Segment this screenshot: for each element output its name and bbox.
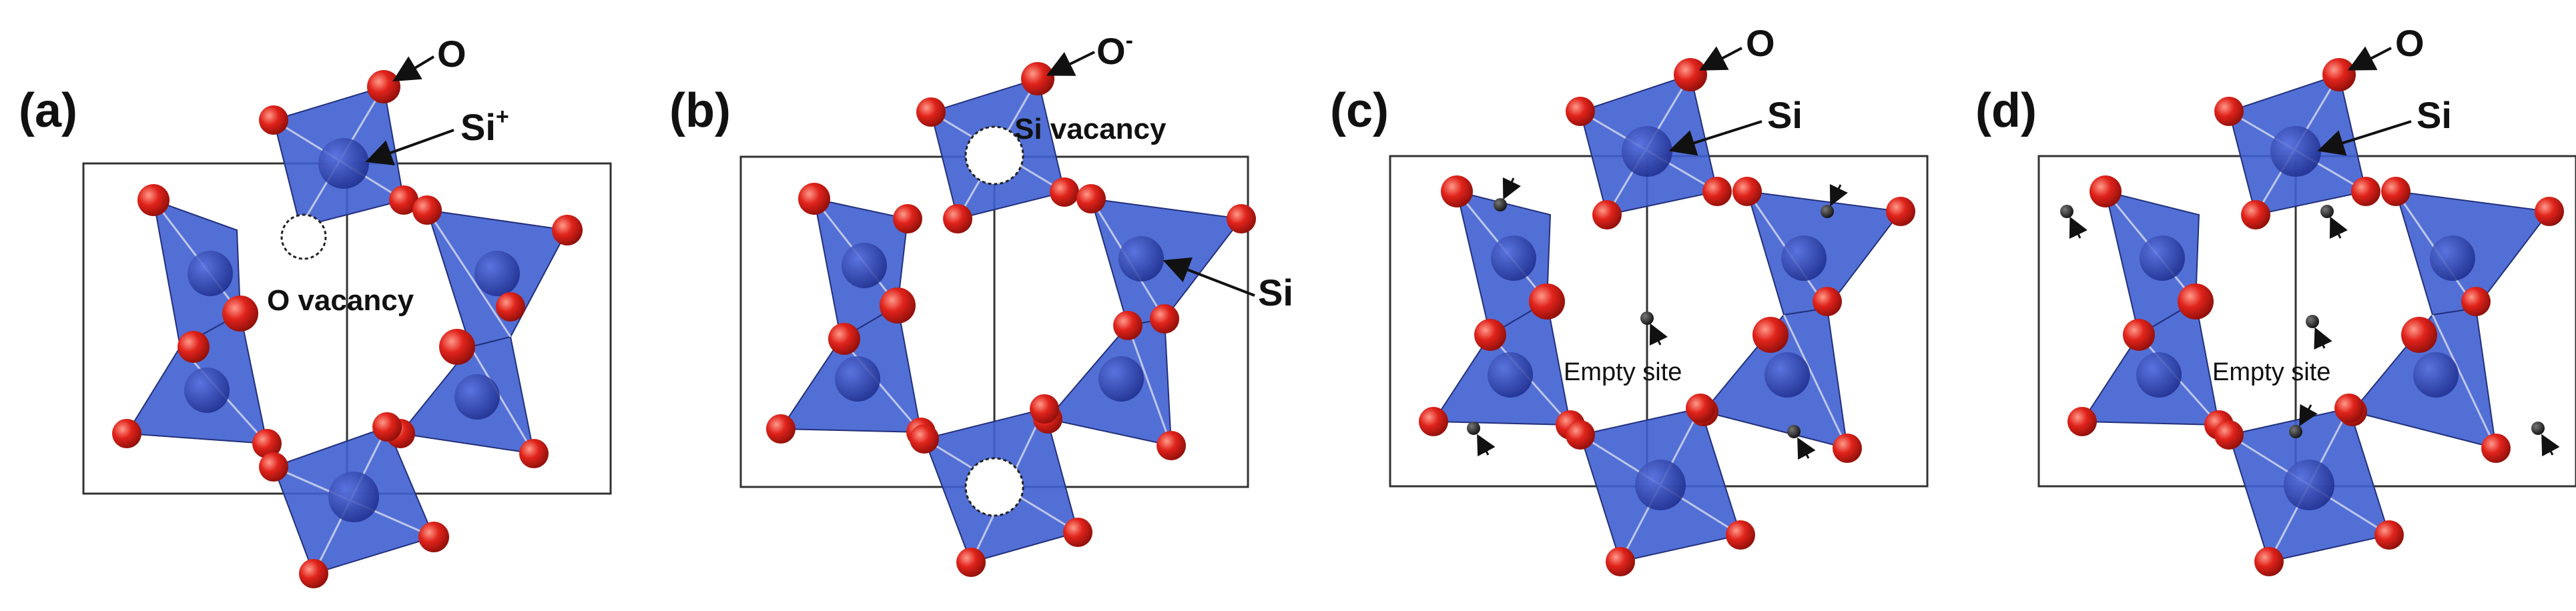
arrow-silicon-d bbox=[2317, 120, 2412, 156]
callout-silicon-d: Si bbox=[2417, 94, 2452, 136]
silicon-atoms-c bbox=[1488, 126, 1827, 510]
empty-site-markers-d bbox=[2060, 205, 2545, 438]
arrow-oxygen-d bbox=[2347, 46, 2392, 71]
callout-oxygen-a: O bbox=[437, 33, 466, 75]
callout-silicon-a: Si+ bbox=[460, 104, 509, 148]
panel-label-c: (c) bbox=[1330, 84, 1389, 137]
oxygen-atoms-c bbox=[1419, 58, 1915, 576]
callout-oxygen-c: O bbox=[1746, 22, 1775, 64]
callout-oxygen-d: O bbox=[2395, 22, 2425, 64]
empty-site-arrows-d bbox=[2069, 216, 2560, 457]
arrow-oxygen-b bbox=[1046, 51, 1095, 76]
arrow-silicon-c bbox=[1668, 120, 1762, 156]
silicon-atoms-a bbox=[184, 138, 520, 522]
empty-site-markers-c bbox=[1467, 198, 1834, 438]
callout-vacancy-a: O vacancy bbox=[267, 284, 414, 317]
arrow-oxygen-a bbox=[392, 55, 435, 82]
panel-label-a: (a) bbox=[19, 84, 77, 137]
callout-silicon-c: Si bbox=[1767, 94, 1803, 136]
empty-site-arrows-c bbox=[1477, 177, 1848, 460]
callout-silicon-b: Si bbox=[1258, 271, 1293, 314]
panel-label-d: (d) bbox=[1975, 84, 2037, 137]
oxygen-atoms-a bbox=[112, 70, 583, 588]
oxygen-atoms-b bbox=[766, 62, 1256, 577]
oxygen-vacancy-a bbox=[280, 213, 327, 260]
silicon-vacancy-top-b bbox=[964, 125, 1024, 185]
oxygen-atoms-d bbox=[2067, 58, 2564, 576]
callout-vacancy-b: Si vacancy bbox=[1014, 113, 1167, 145]
panel-label-b: (b) bbox=[669, 84, 731, 137]
silicon-vacancy-bottom-b bbox=[964, 457, 1024, 517]
silicon-atoms-b bbox=[835, 236, 1164, 402]
silicon-atoms-d bbox=[2136, 126, 2475, 510]
callout-oxygen-b: O- bbox=[1096, 28, 1133, 72]
panel-b: (b) bbox=[669, 28, 1293, 577]
arrow-silicon-b bbox=[1163, 257, 1255, 297]
panel-d: (d) bbox=[1975, 22, 2576, 576]
panel-c: (c) bbox=[1330, 22, 1929, 576]
arrow-oxygen-c bbox=[1698, 46, 1742, 71]
panel-a: (a) bbox=[19, 33, 612, 588]
arrow-silicon-a bbox=[365, 129, 454, 165]
callout-empty-site-c: Empty site bbox=[1564, 358, 1682, 386]
callout-empty-site-d: Empty site bbox=[2212, 358, 2330, 386]
